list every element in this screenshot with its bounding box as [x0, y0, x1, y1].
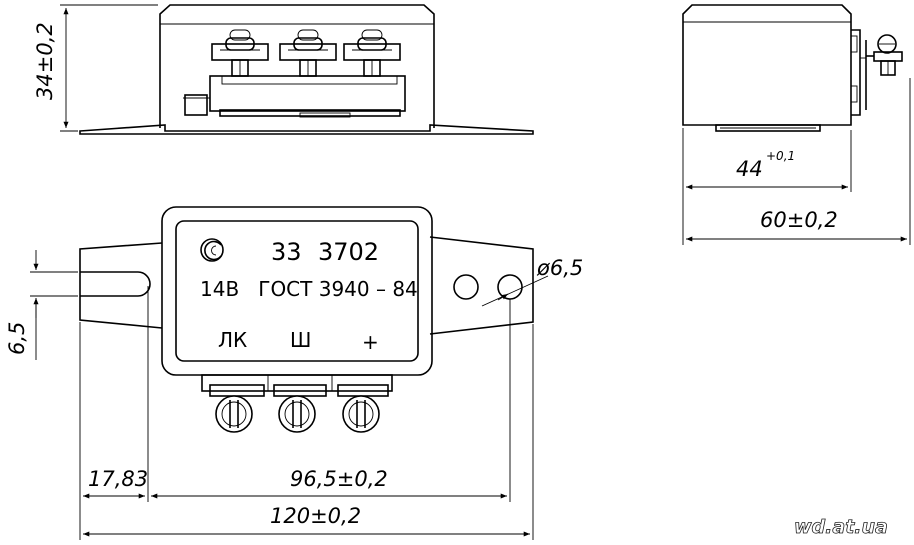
plate-model-number: 3702 [318, 238, 379, 266]
manufacturer-logo-icon [200, 238, 224, 262]
terminal-screw-2 [279, 29, 337, 77]
side-view: 44 +0,1 60±0,2 [682, 4, 911, 245]
terminal-screw-1 [211, 29, 269, 77]
dim-slot-label: 6,5 [5, 322, 29, 355]
watermark-text: wd.at.ua [794, 516, 888, 538]
plate-spec-line: 14В ГОСТ 3940 – 84 [200, 277, 418, 301]
dim-depth-outer-label: 60±0,2 [760, 208, 838, 232]
dim-overall-length-label: 120±0,2 [270, 504, 361, 528]
plan-screw-lk [215, 395, 253, 433]
dim-flange-offset-label: 17,83 [88, 467, 148, 491]
dim-hole-dia-label: ø6,5 [536, 256, 583, 280]
dim-height-label: 34±0,2 [33, 22, 57, 100]
plan-screw-sh [278, 395, 316, 433]
dim-depth-inner-tol: +0,1 [766, 149, 795, 163]
front-view: 34±0,2 [33, 4, 534, 135]
dim-depth-inner-label: 44 [736, 157, 763, 181]
terminal-label-sh: Ш [290, 328, 311, 352]
terminal-label-plus: + [362, 330, 379, 354]
terminal-label-lk: ЛК [218, 328, 247, 352]
terminal-screw-3 [343, 29, 401, 77]
side-terminal-screw [866, 34, 903, 76]
plate-model-prefix: 33 [271, 238, 302, 266]
plan-view: 33 3702 14В ГОСТ 3940 – 84 ЛК Ш + [5, 206, 583, 540]
dim-hole-spacing-label: 96,5±0,2 [290, 467, 388, 491]
plan-screw-plus [342, 395, 380, 433]
